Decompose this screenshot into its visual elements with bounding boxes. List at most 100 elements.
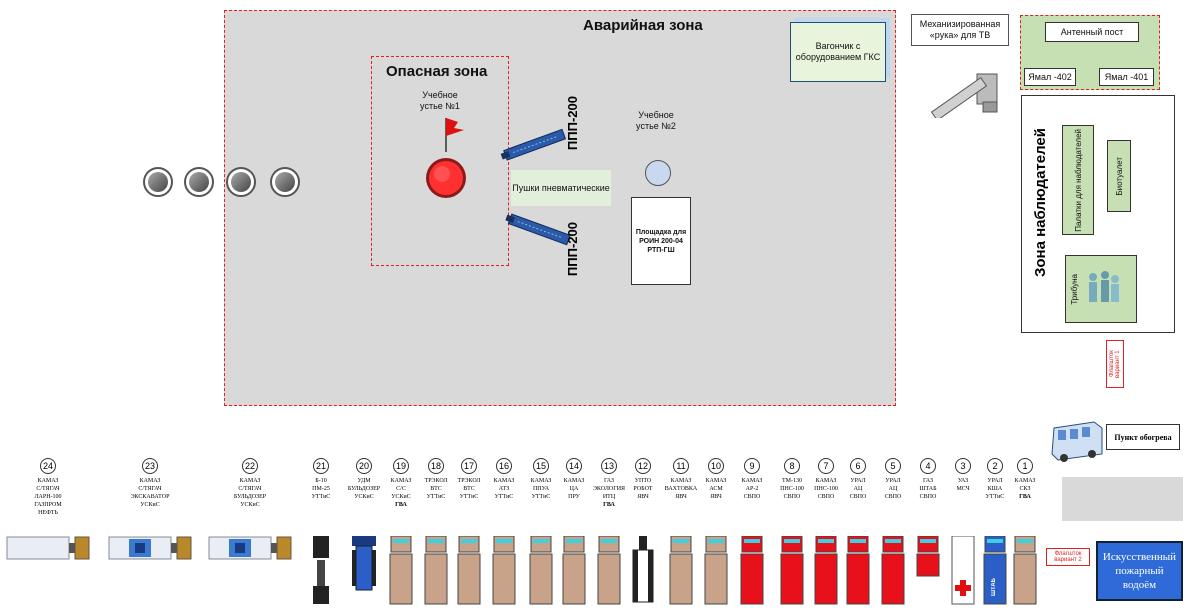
vehicle-12-icon	[632, 536, 654, 603]
vehicle-23-icon	[108, 536, 192, 560]
tents-label: Палатки для наблюдателей	[1073, 128, 1083, 232]
vehicle-14-icon	[562, 536, 586, 605]
wellhead1-label: Учебное устье №1	[420, 90, 460, 111]
vehicle-label-line: УПТО	[634, 478, 652, 484]
vehicle-label-line: СВПО	[849, 494, 867, 500]
vehicle-24-icon	[6, 536, 90, 560]
vehicle-label-line: ТМ-130	[782, 478, 802, 484]
bus-sign: ШТАБ	[991, 578, 997, 596]
wagon-label: Вагончик с оборудованием ГКС	[795, 41, 881, 62]
vehicle-number: 11	[673, 458, 689, 474]
reservoir-label: Искусственный пожарный водоём	[1102, 551, 1177, 591]
vehicle-label-line: КАМАЗ	[493, 478, 515, 484]
vehicle-number: 22	[242, 458, 258, 474]
vehicle-number: 7	[818, 458, 834, 474]
vehicle-number: 6	[850, 458, 866, 474]
vehicle-number: 4	[920, 458, 936, 474]
vehicle-label-line: ПНС-100	[814, 486, 838, 492]
toilet-label: Биотуалет	[1114, 156, 1124, 196]
ppp-bottom-label: ППП-200	[565, 222, 580, 277]
yamal401-label: Ямал -401	[1099, 68, 1154, 86]
vehicle-label-line: УРАЛ	[987, 478, 1003, 484]
vehicle-label-line: ГАЗ	[603, 478, 614, 484]
vehicle-3-icon	[951, 536, 975, 605]
vehicle-number: 12	[635, 458, 651, 474]
vehicle-label-line: КАМАЗ	[239, 478, 261, 484]
vehicle-label-line: ГВА	[603, 502, 615, 508]
pneumatic-cannon-bottom-icon	[505, 213, 571, 246]
people-icon	[1089, 271, 1119, 302]
vehicle-number: 24	[40, 458, 56, 474]
vehicle-label-line: СВПО	[743, 494, 761, 500]
vehicle-label-line: УРАЛ	[885, 478, 901, 484]
wellhead2-icon	[645, 160, 671, 186]
vehicle-label-line: УСКиС	[140, 502, 160, 508]
wellhead2-label: Учебное устье №2	[636, 110, 676, 131]
platform-label: Площадка для РОИН 200-04 РТП-ГШ	[635, 228, 687, 254]
wellhead1-icon	[426, 118, 466, 198]
vehicle-number: 9	[744, 458, 760, 474]
vehicle-label-line: С/ТЯГАЧ	[36, 486, 60, 492]
vehicle-number: 17	[461, 458, 477, 474]
vehicle-label-line: УАЗ	[957, 478, 969, 484]
danger-zone-title: Опасная зона	[386, 63, 488, 80]
vehicle-number: 2	[987, 458, 1003, 474]
vehicle-label-line: АЦ	[888, 486, 898, 492]
vehicle-label-line: ГАЗПРОМ	[34, 502, 62, 508]
vehicle-11-icon	[669, 536, 693, 605]
heating-label: Пункт обогрева	[1106, 424, 1180, 450]
vehicle-21-icon	[313, 536, 329, 604]
vehicle-label-line: УРАЛ	[850, 478, 866, 484]
vehicle-number: 20	[356, 458, 372, 474]
vehicle-label-line: АР-2	[745, 486, 759, 492]
emergency-zone	[224, 10, 896, 406]
vehicle-label-line: Б-10	[315, 478, 327, 484]
vehicle-number: 21	[313, 458, 329, 474]
vehicle-number: 8	[784, 458, 800, 474]
vehicle-label-line: УДМ	[357, 478, 371, 484]
vehicle-label-line: ШТАБ	[919, 486, 937, 492]
vehicle-label-line: УТТиС	[459, 494, 479, 500]
vehicle-19-icon	[389, 536, 413, 605]
vehicle-label-line: УТТиС	[985, 494, 1005, 500]
vehicle-1-icon	[1013, 536, 1037, 605]
vehicle-label-line: СВПО	[884, 494, 902, 500]
vehicle-label: УРАЛ АЦ СВПО	[863, 477, 923, 501]
vehicle-number: 10	[708, 458, 724, 474]
vehicle-label-line: СКЗ	[1019, 486, 1031, 492]
vehicle-label-line: ГАЗ	[922, 478, 933, 484]
vehicle-label-line: РОБОТ	[633, 486, 653, 492]
observers-zone-title: Зона наблюдателей	[1032, 128, 1049, 278]
vehicle-label-line: КАМАЗ	[670, 478, 692, 484]
vehicle-7-icon	[814, 536, 838, 605]
vehicle-label-line: УТТиС	[494, 494, 514, 500]
vehicle-label-line: ИТЦ	[602, 494, 616, 500]
vehicle-9-icon	[740, 536, 764, 605]
vehicle-label-line: ЭКСКАВАТОР	[130, 494, 170, 500]
vehicle-label-line: ТРЭКОЛ	[424, 478, 448, 484]
vehicle-5-icon	[881, 536, 905, 605]
vehicle-4-icon	[916, 536, 940, 577]
vehicle-label-line: ПНС-100	[780, 486, 804, 492]
vehicle-label-line: НЕФТЬ	[38, 510, 58, 516]
vehicle-label-line: С/ТЯГАЧ	[138, 486, 162, 492]
vehicle-label-line: ВТС	[430, 486, 442, 492]
ring-icon	[143, 167, 173, 197]
vehicle-label-line: КАМАЗ	[1014, 478, 1036, 484]
vehicle-label-line: УТТиС	[426, 494, 446, 500]
vehicle-label-line: ЯВЧ	[710, 494, 722, 500]
pneumatic-cannon-top-icon	[500, 128, 567, 161]
vehicle-number: 15	[533, 458, 549, 474]
vehicle-label-line: КАМАЗ	[563, 478, 585, 484]
